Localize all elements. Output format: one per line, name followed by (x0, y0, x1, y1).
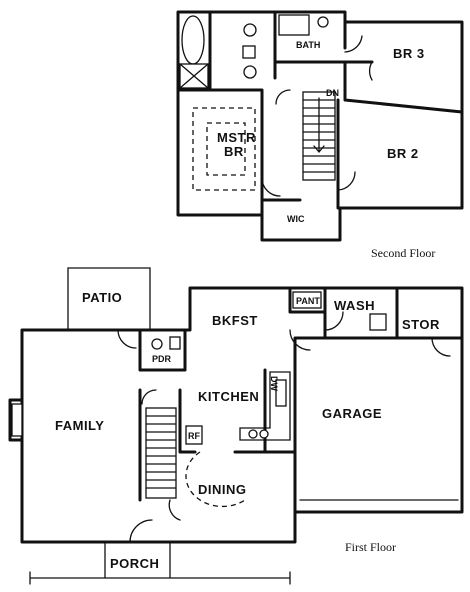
first-floor-plan: PATIO BKFST PANT WASH STOR PDR KITCHEN F… (8, 267, 464, 585)
door-swing (344, 35, 363, 53)
label-family: FAMILY (55, 418, 104, 433)
door-swing (261, 177, 281, 197)
shower-cross (179, 63, 209, 89)
door-swing (275, 89, 291, 105)
label-wic: WIC (287, 214, 305, 224)
label-mstr-br: BR (224, 144, 244, 159)
label-garage: GARAGE (322, 406, 382, 421)
label-pant: PANT (296, 296, 320, 306)
label-br3: BR 3 (393, 46, 425, 61)
first-floor-outer-wall (20, 286, 464, 544)
master-tub (181, 15, 205, 65)
range (275, 379, 287, 407)
door-swing (168, 499, 181, 521)
fireplace (8, 398, 24, 442)
door-swing (337, 171, 356, 191)
label-bath: BATH (296, 40, 320, 50)
hall-sink (317, 16, 329, 28)
label-porch: PORCH (110, 556, 159, 571)
dining-light (185, 451, 246, 508)
patio-outline (67, 267, 151, 331)
kitchen-sink-2 (259, 429, 269, 439)
label-rf: RF (188, 431, 200, 441)
fireplace-hearth (11, 403, 23, 437)
label-bkfst: BKFST (212, 313, 258, 328)
second-floor-caption: Second Floor (371, 246, 435, 260)
label-pdr: PDR (152, 354, 172, 364)
kitchen-counter (239, 371, 291, 441)
first-floor-caption: First Floor (345, 540, 396, 554)
stair-arrow (313, 97, 325, 154)
hall-tub (278, 14, 310, 36)
door-swing (368, 61, 373, 81)
tray-ceiling-inner (206, 122, 246, 176)
label-dining: DINING (198, 482, 247, 497)
label-kitchen: KITCHEN (198, 389, 259, 404)
garage-walls (293, 286, 464, 514)
pdr-sink (151, 338, 163, 350)
vanity-sink-2 (243, 65, 257, 79)
second-floor-interior-walls (176, 10, 464, 217)
second-floor-plan: BATH BR 3 MSTR BR BR 2 WIC DN (176, 10, 464, 242)
label-mstr: MSTR (217, 130, 256, 145)
label-patio: PATIO (82, 290, 122, 305)
door-swing (117, 329, 137, 349)
washer (369, 313, 387, 331)
refrigerator (185, 425, 203, 445)
first-floor-interior-walls (138, 286, 327, 502)
kitchen-sink (248, 429, 258, 439)
first-stair-treads (145, 415, 177, 489)
windows-first (21, 287, 431, 543)
vanity-sink-1 (243, 23, 257, 37)
door-swing (141, 389, 157, 405)
toilet (242, 45, 256, 59)
porch-line (29, 541, 291, 585)
door-swing (431, 337, 451, 357)
door-swing (324, 311, 344, 331)
door-swing (129, 519, 153, 543)
pdr-toilet (169, 336, 181, 350)
pantry-shelf (292, 291, 322, 309)
second-floor-stair (302, 91, 336, 181)
label-wash: WASH (334, 298, 375, 313)
door-swing (289, 329, 311, 351)
label-stor: STOR (402, 317, 440, 332)
tray-ceiling (192, 107, 256, 191)
label-dn: DN (326, 88, 339, 98)
windows (177, 39, 463, 216)
label-dw: DW (269, 376, 279, 391)
label-br2: BR 2 (387, 146, 419, 161)
first-floor-stair (145, 407, 177, 499)
